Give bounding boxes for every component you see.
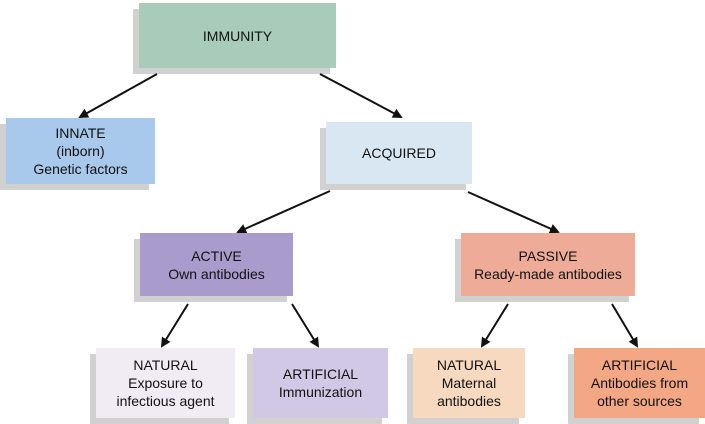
passive-title: PASSIVE [518, 247, 578, 264]
passive-artificial-box: ARTIFICIAL Antibodies from other sources [568, 348, 705, 424]
arrow-active-natural [160, 303, 189, 348]
active-natural-title: NATURAL [133, 357, 198, 373]
acquired-title: ACQUIRED [362, 145, 436, 161]
active-artificial-line2: Immunization [278, 384, 363, 400]
passive-box: PASSIVE Ready-made antibodies [455, 233, 635, 302]
passive-natural-line2: Maternal [441, 375, 497, 391]
immunity-box: IMMUNITY [133, 3, 336, 74]
passive-natural-box: NATURAL Maternal antibodies [407, 348, 525, 424]
active-natural-line3: infectious agent [116, 393, 215, 409]
active-box: ACTIVE Own antibodies [134, 233, 293, 302]
arrow-passive-artificial [611, 303, 639, 348]
active-natural-box: NATURAL Exposure to infectious agent [90, 348, 235, 424]
arrow-acquired-passive [467, 191, 560, 234]
active-description: Own antibodies [168, 265, 265, 282]
arrow-immunity-innate [78, 73, 158, 118]
passive-artificial-title: ARTIFICIAL [601, 357, 678, 373]
passive-description: Ready-made antibodies [474, 265, 622, 282]
acquired-box: ACQUIRED [320, 122, 472, 190]
active-artificial-title: ARTIFICIAL [282, 366, 359, 382]
passive-natural-line3: antibodies [437, 393, 501, 409]
active-title: ACTIVE [191, 247, 242, 264]
innate-description: Genetic factors [33, 161, 128, 177]
active-natural-line2: Exposure to [128, 375, 203, 391]
passive-artificial-line2: Antibodies from [590, 375, 689, 391]
immunity-label: IMMUNITY [202, 27, 273, 44]
arrow-immunity-acquired [319, 73, 403, 118]
innate-subtitle: (inborn) [56, 143, 105, 159]
passive-artificial-line3: other sources [597, 393, 682, 409]
active-artificial-box: ARTIFICIAL Immunization [247, 348, 388, 424]
arrow-passive-natural [480, 303, 509, 348]
innate-title: INNATE [55, 125, 106, 141]
innate-box: INNATE (inborn) Genetic factors [0, 118, 155, 190]
arrow-acquired-active [236, 190, 331, 234]
arrow-active-artificial [291, 303, 320, 348]
passive-natural-title: NATURAL [436, 357, 502, 373]
